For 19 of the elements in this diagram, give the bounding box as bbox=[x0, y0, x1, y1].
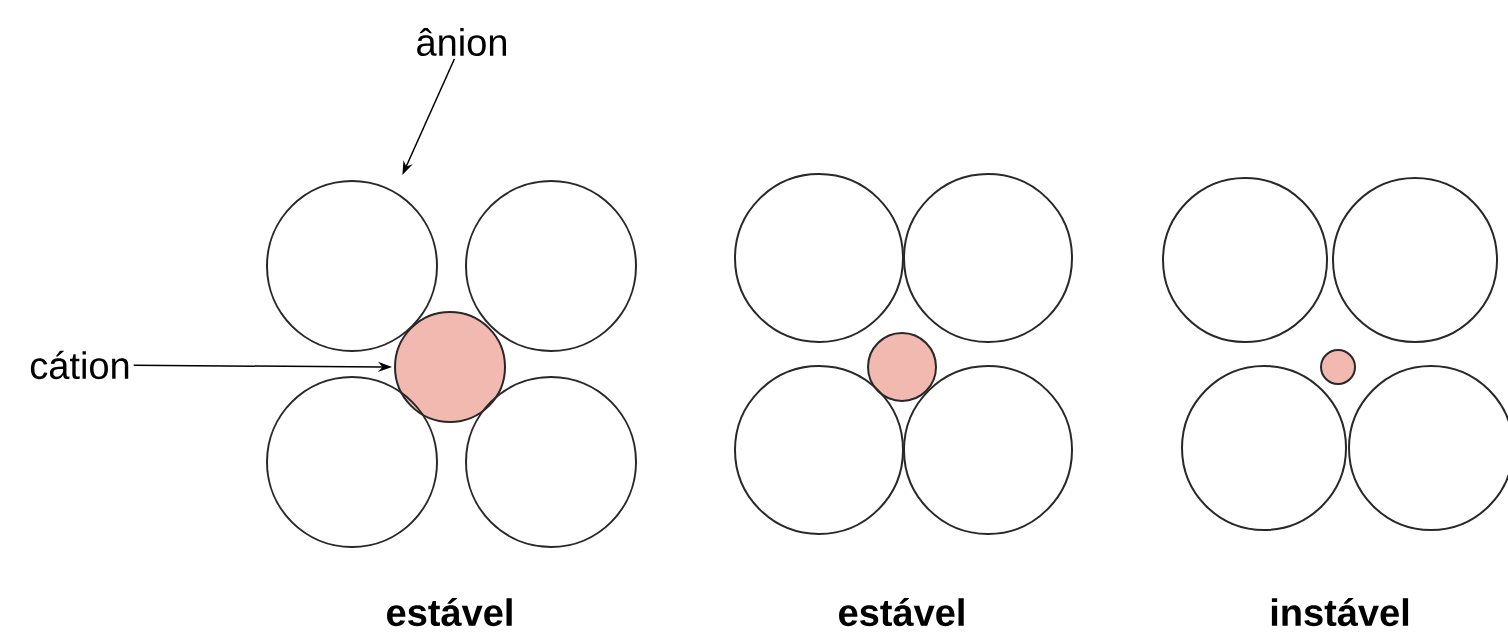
anion-circle bbox=[465, 180, 637, 352]
anion-circle bbox=[1332, 177, 1498, 343]
label-text: cátion bbox=[30, 350, 129, 380]
anion-circle bbox=[1162, 177, 1328, 343]
caption-text: estável bbox=[387, 597, 512, 627]
anion-circle bbox=[734, 173, 904, 343]
anion-circle bbox=[903, 173, 1073, 343]
cation-circle bbox=[1320, 349, 1356, 385]
cation-circle bbox=[867, 332, 937, 402]
anion-circle bbox=[734, 365, 904, 535]
label-text: ânion bbox=[417, 28, 506, 57]
anion-circle bbox=[266, 376, 438, 548]
anion-circle bbox=[1181, 365, 1347, 531]
cation-circle bbox=[394, 311, 506, 423]
anion-circle bbox=[465, 376, 637, 548]
caption-text: instável bbox=[1271, 597, 1409, 627]
anion-circle bbox=[903, 365, 1073, 535]
caption-text: estável bbox=[839, 597, 964, 627]
anion-circle bbox=[266, 180, 438, 352]
